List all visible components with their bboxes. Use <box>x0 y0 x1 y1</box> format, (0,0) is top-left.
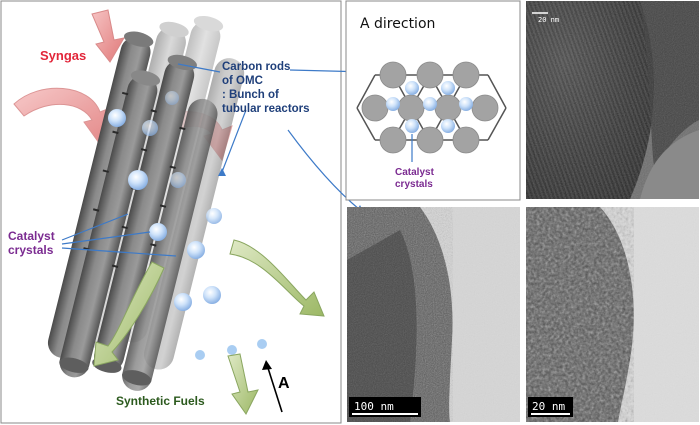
tem-image-top-right <box>526 1 699 199</box>
a-direction-arrow <box>267 367 283 413</box>
scale-box-bottom-left <box>349 397 421 417</box>
direction-catalyst-line1: Catalyst <box>395 167 435 178</box>
catalyst-label-line1: Catalyst <box>8 229 55 243</box>
carbon-rods-label-4: tubular reactors <box>222 103 310 115</box>
a-direction-title: A direction <box>360 16 435 32</box>
leader-lines <box>61 63 369 257</box>
scale-label-bottom-right: 20 nm <box>532 400 565 413</box>
direction-catalyst-line2: crystals <box>395 179 433 190</box>
catalyst-label-line2: crystals <box>8 243 54 257</box>
carbon-rods-label-3: : Bunch of <box>222 89 279 101</box>
catalyst-crystals-spheres <box>108 91 267 360</box>
a-arrowhead <box>262 360 272 370</box>
tem-image-bottom-left <box>347 207 520 422</box>
a-label: A <box>278 375 290 392</box>
synthetic-fuel-arrows <box>93 239 325 415</box>
scale-label-bottom-left: 100 nm <box>354 400 394 413</box>
syngas-label: Syngas <box>40 48 86 63</box>
synthetic-fuels-label: Synthetic Fuels <box>116 394 205 408</box>
tem-image-bottom-right <box>526 207 699 422</box>
scale-box-bottom-right <box>528 397 573 417</box>
hexagonal-array-diagram <box>356 61 507 154</box>
carbon-rods-label-2: of OMC <box>222 75 263 87</box>
scale-label-top-right: 20 nm <box>538 16 559 24</box>
carbon-rods-label-1: Carbon rods <box>222 61 290 73</box>
